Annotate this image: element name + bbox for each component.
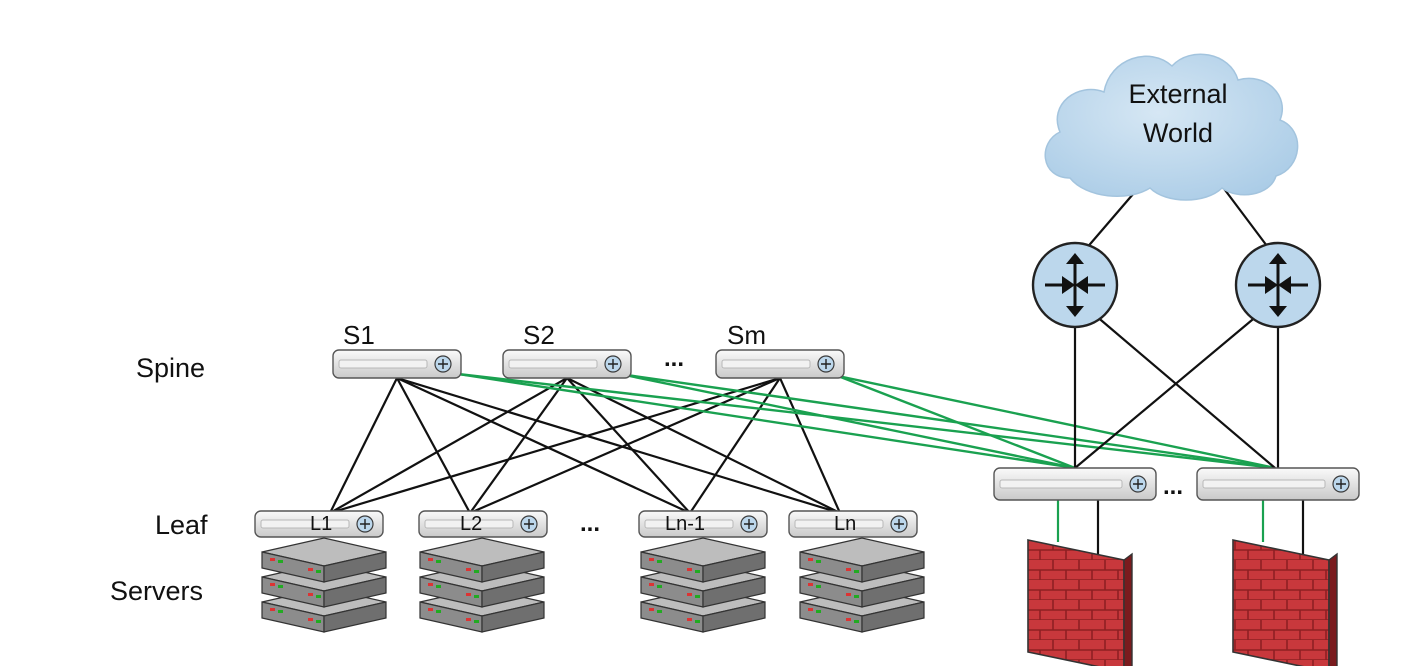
- spine-switch-s1: [332, 349, 462, 379]
- router-border-links: [1073, 314, 1280, 469]
- leaf-switches: [254, 510, 918, 538]
- border-leaf-switch-1: [993, 467, 1157, 501]
- border-ellipsis: ...: [1163, 473, 1183, 500]
- leaf-label-ln: Ln: [834, 513, 856, 535]
- spine-label-sm: Sm: [727, 320, 766, 350]
- leaf-switch-ln: [788, 510, 918, 538]
- router-symbol-icon: [740, 515, 758, 533]
- router-symbol-icon: [890, 515, 908, 533]
- border-leaf-switches: [993, 467, 1360, 501]
- firewall-left: [1027, 539, 1133, 666]
- external-world-cloud: External World: [1044, 53, 1299, 201]
- spine-label-s1: S1: [343, 320, 375, 350]
- spine-ellipsis: ...: [664, 345, 684, 372]
- leaf-row-label: Leaf: [155, 510, 208, 540]
- leaf-switch-l2: [418, 510, 548, 538]
- firewalls: [1027, 539, 1338, 666]
- spine-border-links: [457, 372, 1276, 470]
- servers-row-label: Servers: [110, 576, 203, 606]
- border-firewall-links: [1056, 498, 1305, 560]
- spine-switch-s2: [502, 349, 632, 379]
- server-stack-ln: [799, 537, 925, 633]
- leaf-ellipsis: ...: [580, 510, 600, 537]
- server-stack-l2: [419, 537, 545, 633]
- spine-label-s2: S2: [523, 320, 555, 350]
- border-leaf-switch-2: [1196, 467, 1360, 501]
- router-symbol-icon: [520, 515, 538, 533]
- router-symbol-icon: [356, 515, 374, 533]
- leaf-switch-ln-1: [638, 510, 768, 538]
- spine-switch-sm: [715, 349, 845, 379]
- router-symbol-icon: [434, 355, 452, 373]
- server-stacks: [261, 537, 925, 633]
- spine-leaf-links: [329, 376, 842, 515]
- cloud-router-links: [1084, 185, 1271, 251]
- router-right: [1234, 241, 1322, 329]
- external-label-line1: External: [1128, 79, 1227, 109]
- links-layer: [329, 185, 1305, 560]
- leaf-switch-l1: [254, 510, 384, 538]
- server-stack-l1: [261, 537, 387, 633]
- leaf-label-l2: L2: [460, 513, 482, 535]
- router-symbol-icon: [604, 355, 622, 373]
- server-stack-ln-1: [640, 537, 766, 633]
- spine-switches: [332, 349, 845, 379]
- leaf-label-ln-1: Ln-1: [665, 513, 705, 535]
- routers: [1031, 241, 1322, 329]
- router-symbol-icon: [1332, 475, 1350, 493]
- router-symbol-icon: [817, 355, 835, 373]
- leaf-label-l1: L1: [310, 513, 332, 535]
- router-symbol-icon: [1129, 475, 1147, 493]
- router-left: [1031, 241, 1119, 329]
- external-label-line2: World: [1143, 118, 1213, 148]
- firewall-right: [1232, 539, 1338, 666]
- spine-row-label: Spine: [136, 353, 205, 383]
